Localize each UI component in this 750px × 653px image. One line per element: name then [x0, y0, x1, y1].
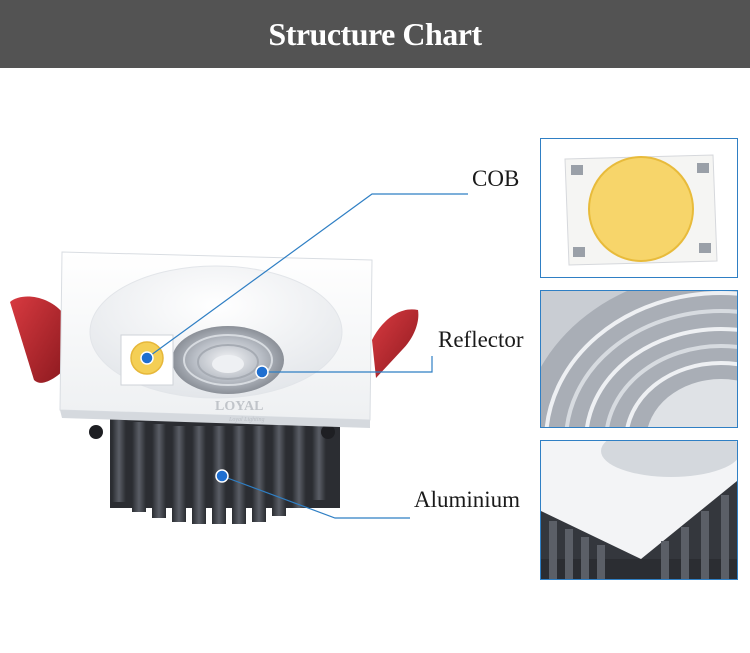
red-spring-clip-right	[372, 309, 419, 378]
cob-chip-closeup	[541, 139, 737, 277]
reflector-leader-line	[262, 356, 433, 373]
svg-text:Loyal Lighting: Loyal Lighting	[228, 417, 265, 423]
reflector-detail-box	[540, 290, 738, 428]
heatsink-fins	[89, 418, 340, 524]
red-spring-clip-left	[10, 296, 62, 383]
header-bar: Structure Chart	[0, 0, 750, 68]
brand-logo-watermark: LOYAL Loyal Lighting	[215, 399, 265, 423]
callout-label-aluminium: Aluminium	[414, 487, 521, 512]
callout-label-cob: COB	[472, 166, 520, 191]
page-title: Structure Chart	[268, 15, 482, 52]
reflector-cup	[172, 326, 284, 394]
cob-leader-line	[146, 193, 468, 359]
aluminium-anchor-dot	[215, 469, 229, 483]
reflector-closeup	[541, 291, 737, 427]
aluminium-detail-box	[540, 440, 738, 580]
aluminium-leader-line	[221, 475, 410, 519]
cob-anchor-dot	[140, 351, 154, 365]
reflector-anchor-dot	[255, 365, 269, 379]
cob-detail-box	[540, 138, 738, 278]
svg-text:LOYAL: LOYAL	[215, 399, 264, 414]
callout-label-reflector: Reflector	[438, 327, 524, 352]
aluminium-heatsink-closeup	[541, 441, 737, 579]
